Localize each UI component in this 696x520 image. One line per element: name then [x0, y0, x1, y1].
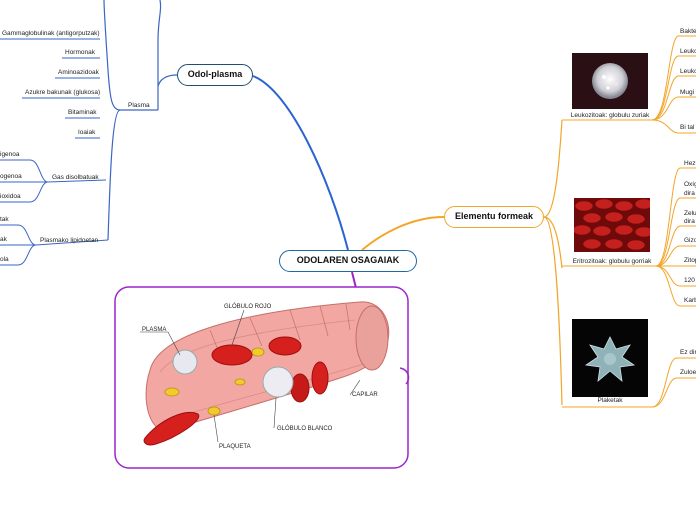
label-globulo-rojo: GLÓBULO ROJO	[224, 304, 272, 310]
label-plasma: PLASMA	[142, 327, 167, 333]
platelet-image	[572, 319, 648, 397]
eritro-item-2[interactable]: Oxíg	[684, 181, 696, 188]
central-topic[interactable]: ODOLAREN OSAGAIAK	[279, 250, 417, 272]
label-globulo-blanco: GLÓBULO BLANCO	[277, 426, 333, 432]
eritro-item-5[interactable]: dira	[684, 218, 695, 225]
leuko-item-1[interactable]: Bakte	[680, 28, 696, 35]
eritro-item-4[interactable]: Zelu	[684, 210, 696, 217]
eritro-item-3[interactable]: dira	[684, 190, 695, 197]
connector-central-odol	[252, 75, 349, 251]
lipid-item-2[interactable]: ak	[0, 236, 7, 243]
leuko-item-5[interactable]: Bi tal	[680, 124, 695, 131]
leuko-item-3[interactable]: Leuko	[680, 68, 696, 75]
leuko-item-2[interactable]: Leuko	[680, 48, 696, 55]
branch-elementu-formeak[interactable]: Elementu formeak	[444, 206, 544, 228]
erythrocyte-image	[572, 198, 654, 252]
eritro-item-8[interactable]: 120	[684, 277, 695, 284]
label-capilar: CAPILAR	[352, 392, 378, 398]
gas-item-1[interactable]: igenoa	[0, 151, 20, 158]
leaf-gammaglobulinak[interactable]: Gammaglobulinak (antigorputzak)	[2, 30, 100, 37]
plasma-label[interactable]: Plasma	[128, 102, 150, 109]
eritro-item-1[interactable]: Hezu	[684, 160, 696, 167]
leukocyte-image	[572, 53, 648, 109]
erythrocyte-caption[interactable]: Eritrozitoak: globulu gorriak	[572, 258, 652, 265]
branch-odol-plasma[interactable]: Odol-plasma	[177, 64, 253, 86]
lipid-item-3[interactable]: ola	[0, 256, 9, 263]
leaf-azukre[interactable]: Azukre bakunak (glukosa)	[25, 89, 101, 96]
connector-central-illustration	[351, 271, 357, 289]
plaketa-item-1[interactable]: Ez dir	[680, 349, 696, 356]
leaf-aminoazidoak[interactable]: Aminoazidoak	[58, 69, 99, 76]
lipid-group-label[interactable]: Plasmako lipidoetan	[40, 237, 99, 244]
leuko-item-4[interactable]: Mugi	[680, 89, 695, 96]
leukocyte-caption[interactable]: Leukozitoak: globulu zuriak	[570, 112, 650, 119]
gas-group-label[interactable]: Gas disolbatuak	[52, 174, 99, 181]
capillary-illustration	[140, 301, 390, 446]
eritro-item-7[interactable]: Zitop	[684, 257, 696, 264]
lipid-item-1[interactable]: tak	[0, 216, 9, 223]
leaf-hormonak[interactable]: Hormonak	[65, 49, 95, 56]
plaketa-item-2[interactable]: Zuloe	[680, 369, 696, 376]
leaf-bitaminak[interactable]: Bitaminak	[68, 109, 97, 116]
eritro-item-6[interactable]: Gizo	[684, 237, 696, 244]
eritro-item-9[interactable]: Karb	[684, 297, 696, 304]
gas-item-3[interactable]: ioxidoa	[0, 193, 21, 200]
connector-central-elem	[361, 216, 445, 251]
gas-item-2[interactable]: ogenoa	[0, 173, 22, 180]
leaf-ioaiak[interactable]: Ioaiak	[78, 129, 96, 136]
platelet-caption[interactable]: Plaketak	[597, 397, 623, 404]
label-plaqueta: PLAQUETA	[219, 444, 251, 450]
